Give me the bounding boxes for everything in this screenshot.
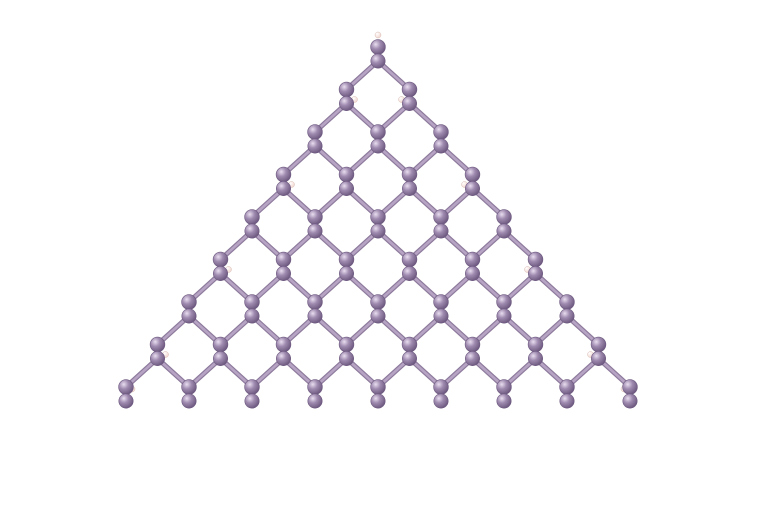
atom (244, 393, 260, 409)
atom (464, 166, 481, 183)
atom (338, 265, 354, 281)
atom (401, 181, 417, 197)
atom (244, 308, 260, 324)
atom (464, 251, 481, 268)
atom (559, 308, 575, 324)
atom (181, 308, 197, 324)
atom (338, 166, 355, 183)
atom (149, 336, 166, 353)
atom (590, 350, 606, 366)
atom (244, 209, 260, 225)
atom (401, 350, 417, 366)
atom (370, 124, 386, 140)
atom (338, 251, 355, 268)
atom (307, 138, 323, 154)
atom (559, 393, 575, 409)
atom (370, 53, 386, 69)
atom (370, 39, 386, 55)
atom (370, 379, 386, 395)
atom (307, 124, 323, 140)
atom (181, 393, 197, 409)
atom (307, 209, 323, 225)
atom (496, 308, 512, 324)
atom (118, 393, 134, 409)
atom (433, 223, 449, 239)
atom (150, 350, 166, 366)
atom (370, 223, 386, 239)
atom (212, 251, 229, 268)
atom (307, 223, 323, 239)
atom (181, 379, 197, 395)
atom (433, 124, 449, 140)
atom (370, 209, 386, 225)
atom (181, 294, 197, 310)
atom (464, 265, 480, 281)
atom (338, 181, 354, 197)
atom (244, 379, 260, 395)
atom (496, 209, 512, 225)
atom (275, 265, 291, 281)
atom (496, 393, 512, 409)
atom (275, 181, 291, 197)
atom (307, 294, 323, 310)
atom (370, 393, 386, 409)
atom (527, 251, 544, 268)
atom (464, 336, 481, 353)
atom (559, 379, 575, 395)
atom (307, 393, 323, 409)
atom (275, 350, 291, 366)
atom (433, 393, 449, 409)
atom (244, 294, 260, 310)
atom (590, 336, 607, 353)
atom (338, 81, 355, 98)
atom (496, 379, 512, 395)
atom (527, 336, 544, 353)
atom (401, 166, 418, 183)
atom (433, 138, 449, 154)
atom (401, 96, 417, 112)
atom (401, 251, 418, 268)
atom (244, 223, 260, 239)
atom (559, 294, 575, 310)
hydrogen-atom (374, 31, 382, 39)
atom (433, 209, 449, 225)
atom (275, 251, 292, 268)
atom (527, 265, 543, 281)
atom (464, 181, 480, 197)
atom (213, 265, 229, 281)
atom (338, 336, 355, 353)
atom (213, 350, 229, 366)
atom (370, 138, 386, 154)
atom (338, 350, 354, 366)
atom (464, 350, 480, 366)
atom (307, 308, 323, 324)
atom (496, 223, 512, 239)
atom (401, 81, 418, 98)
atom (622, 393, 638, 409)
atom (401, 336, 418, 353)
atom (496, 294, 512, 310)
atom (275, 336, 292, 353)
atom (622, 379, 638, 395)
atom (370, 308, 386, 324)
atom (433, 294, 449, 310)
atom (118, 379, 134, 395)
atom (401, 265, 417, 281)
atom (307, 379, 323, 395)
atom (212, 336, 229, 353)
atom (370, 294, 386, 310)
atom (527, 350, 543, 366)
atom (275, 166, 292, 183)
atom (433, 308, 449, 324)
atom-layer (118, 39, 638, 409)
atom (433, 379, 449, 395)
atom (338, 96, 354, 112)
